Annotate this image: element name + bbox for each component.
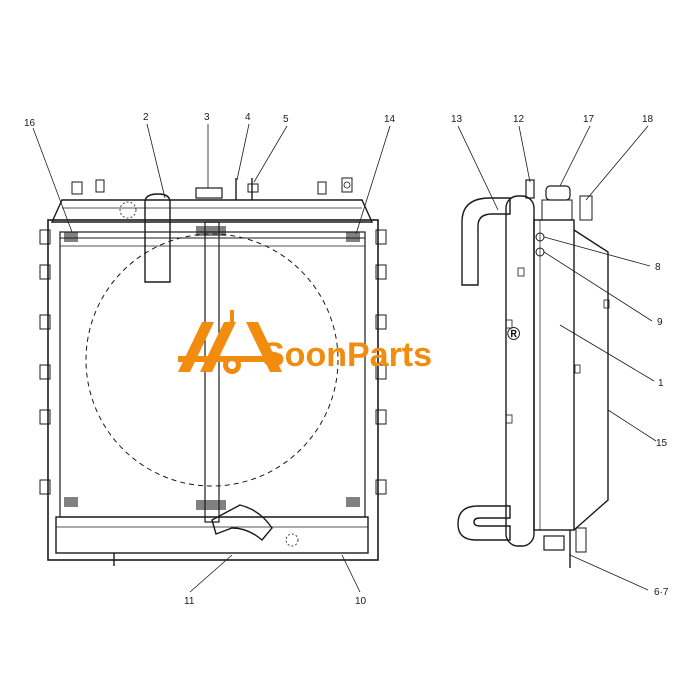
- upper-hose-front: [144, 193, 171, 283]
- front-view-callouts: 16 2 3 4 5 14 11 10: [24, 112, 396, 607]
- callout-5: 5: [283, 114, 289, 125]
- leader-lines: [32, 123, 657, 593]
- callout-8: 8: [655, 262, 661, 273]
- callout-4: 4: [245, 112, 251, 123]
- upper-tank: [50, 199, 374, 223]
- callout-3: 3: [204, 112, 210, 123]
- callout-2: 2: [143, 112, 149, 123]
- callout-17: 17: [583, 114, 595, 125]
- radiator-core-outline: [59, 231, 366, 518]
- callout-18: 18: [642, 114, 654, 125]
- callout-13: 13: [451, 114, 463, 125]
- callout-14: 14: [384, 114, 396, 125]
- fan-shroud-circle: [85, 233, 339, 487]
- side-tank-cylinder: [505, 195, 535, 547]
- brand-name: SoonParts: [262, 336, 432, 374]
- registered-mark: ®: [507, 324, 520, 344]
- pressure-cap: [545, 185, 571, 201]
- right-side-brackets: [375, 229, 387, 495]
- callout-9: 9: [657, 317, 663, 328]
- lower-hose-front: [211, 504, 273, 541]
- lower-tank: [55, 516, 369, 554]
- radiator-frame: [47, 219, 379, 561]
- upper-hose-side: [461, 197, 511, 286]
- side-view-callouts: 13 12 17 18 8 9 1 15 6·7: [451, 114, 669, 598]
- callout-16: 16: [24, 118, 36, 129]
- callout-11: 11: [184, 596, 195, 607]
- filler-cap: [195, 187, 223, 199]
- soonparts-watermark: SoonParts ®: [178, 310, 520, 374]
- callout-10: 10: [355, 596, 367, 607]
- lower-hose-side: [457, 505, 511, 541]
- corner-mounts: [64, 226, 360, 510]
- soonparts-logo-icon: [178, 310, 282, 374]
- callout-6-7: 6·7: [654, 587, 669, 598]
- callout-1: 1: [658, 378, 664, 389]
- callout-15: 15: [656, 438, 668, 449]
- side-view-radiator: [457, 179, 610, 568]
- callout-12: 12: [513, 114, 525, 125]
- fan-shroud-side: [573, 229, 609, 531]
- left-side-brackets: [39, 229, 51, 495]
